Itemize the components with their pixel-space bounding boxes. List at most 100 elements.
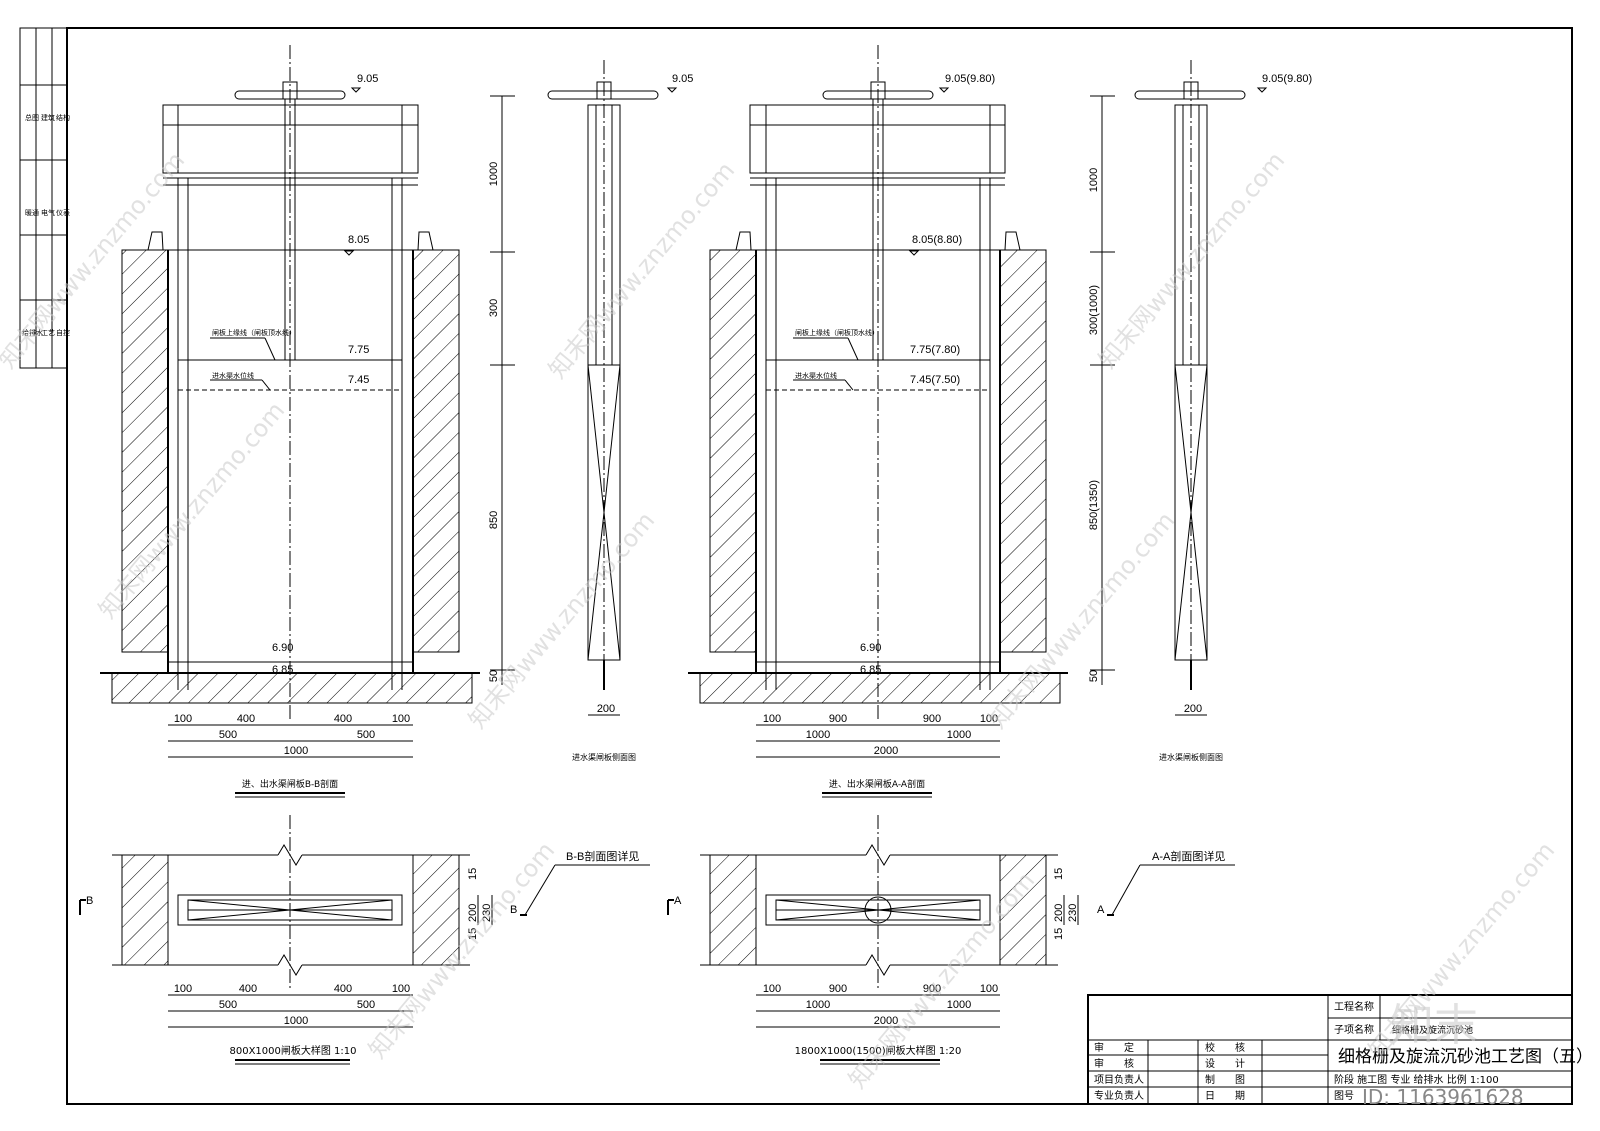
plan1-side-dim-a: 15 <box>467 868 479 880</box>
tb-role-2: 审 核 <box>1094 1057 1134 1070</box>
vdim-2b: 300(1000) <box>1088 285 1100 335</box>
vdim-1b: 300 <box>488 299 500 317</box>
plan1-dim-1d: 100 <box>392 983 410 995</box>
plan1-side-dim-b: 200 <box>467 904 479 922</box>
side2-elev: 9.05(9.80) <box>1262 73 1312 85</box>
tb-drawing-no-label: 图号 <box>1334 1090 1354 1102</box>
plan1-side-dim-d: 15 <box>467 928 479 940</box>
tb-drawing-title: 细格栅及旋流沉砂池工艺图（五） <box>1338 1047 1593 1067</box>
watermark-layer: 知末网www.znzmo.com 知末网www.znzmo.com 知末网www… <box>0 147 1560 1094</box>
strip-r3-c3: 自控 <box>56 328 70 337</box>
aa-dim-2a: 1000 <box>806 729 830 741</box>
plan1-dim-2b: 500 <box>357 999 375 1011</box>
bb-dim-3: 1000 <box>284 745 308 757</box>
plan2-side-dim-a: 15 <box>1053 868 1065 880</box>
bb-elev-slab: 8.05 <box>348 234 369 246</box>
tb-project-label: 工程名称 <box>1334 1000 1374 1013</box>
plan2-dim-1a: 100 <box>763 983 781 995</box>
plan2-sec-letter: A <box>674 895 682 907</box>
bb-elev-gate-top: 7.75 <box>348 344 369 356</box>
strip-r3-c1: 给排水 <box>22 328 43 337</box>
watermark-3: 知末网www.znzmo.com <box>1093 147 1290 374</box>
tb-role2-4: 日 期 <box>1205 1090 1245 1102</box>
plan2-dim-2b: 1000 <box>947 999 971 1011</box>
plan1-dim-2a: 500 <box>219 999 237 1011</box>
plan2-side-dim-c: 230 <box>1067 904 1079 922</box>
bb-dim-1b: 400 <box>237 713 255 725</box>
plan1-dim-1c: 400 <box>334 983 352 995</box>
strip-r2-c2: 电气 <box>41 208 55 217</box>
plan-gate-800x1000: B B-B剖面图详见 B 15 200 230 15 100 400 400 1… <box>79 815 650 1065</box>
aa-note-water: 进水渠水位线 <box>795 371 837 380</box>
plan1-sec-letter: B <box>86 895 93 907</box>
plan1-dim-1b: 400 <box>239 983 257 995</box>
tb-id-text: ID: 1163961628 <box>1362 1085 1524 1109</box>
section-aa-vertical-dims: 1000 300(1000) 850(1350) 50 <box>1088 95 1115 685</box>
plan2-dim-1b: 900 <box>829 983 847 995</box>
tb-role2-1: 校 核 <box>1205 1041 1245 1054</box>
side-view-2: 9.05(9.80) 200 进水渠闸板侧面图 <box>1134 60 1312 762</box>
tb-role-3: 项目负责人 <box>1094 1073 1144 1086</box>
tb-role-4: 专业负责人 <box>1094 1089 1144 1102</box>
aa-note-gate: 闸板上缘线（闸板顶水线） <box>795 328 879 337</box>
plan1-dim-1a: 100 <box>174 983 192 995</box>
strip-r1-c1: 总图 <box>25 113 39 122</box>
bb-dim-1c: 400 <box>334 713 352 725</box>
plan2-title: 1800X1000(1500)闸板大样图 1:20 <box>795 1044 962 1057</box>
aa-elev-bottom1: 6.90 <box>860 642 881 654</box>
aa-elev-bottom2: 6.85 <box>860 664 881 676</box>
vdim-1d: 50 <box>488 670 500 682</box>
aa-elev-gate-top: 7.75(7.80) <box>910 344 960 356</box>
bb-dim-2b: 500 <box>357 729 375 741</box>
watermark-7: 知末网www.znzmo.com <box>363 837 560 1064</box>
tb-role-1: 审 定 <box>1094 1041 1134 1054</box>
bb-title: 进、出水渠闸板B-B剖面 <box>242 778 338 790</box>
strip-r1-c2: 建筑 <box>41 113 55 122</box>
bb-dim-1d: 100 <box>392 713 410 725</box>
title-block: 工程名称 子项名称 细格栅及旋流沉砂池 细格栅及旋流沉砂池工艺图（五） 审 定 … <box>1087 994 1593 1109</box>
tb-role2-3: 制 图 <box>1205 1073 1245 1086</box>
bb-note-gate: 闸板上缘线（闸板顶水线） <box>212 328 296 337</box>
strip-r2-c3: 仪表 <box>56 208 70 217</box>
side1-title: 进水渠闸板侧面图 <box>572 752 636 762</box>
section-bb-vertical-dims: 1000 300 850 50 <box>488 95 515 685</box>
bb-elev-bottom2: 6.85 <box>272 664 293 676</box>
tb-subproject-label: 子项名称 <box>1334 1023 1374 1036</box>
plan1-callout-letter: B <box>510 904 517 916</box>
aa-elev-water: 7.45(7.50) <box>910 374 960 386</box>
bb-elev-bottom1: 6.90 <box>272 642 293 654</box>
plan1-side-dim-c: 230 <box>481 904 493 922</box>
bb-note-water: 进水渠水位线 <box>212 371 254 380</box>
side2-width: 200 <box>1184 703 1202 715</box>
left-signoff-strip: 总图 建筑 结构 暖通 电气 仪表 给排水 工艺 自控 <box>19 27 70 369</box>
watermark-8: 知末网www.znzmo.com <box>843 867 1040 1094</box>
vdim-2c: 850(1350) <box>1088 480 1100 530</box>
watermark-logo: 知末 <box>1390 1000 1478 1051</box>
bb-elev-water: 7.45 <box>348 374 369 386</box>
bb-dim-2a: 500 <box>219 729 237 741</box>
tb-stage-row: 阶段 施工图 专业 给排水 比例 1:100 <box>1334 1073 1499 1086</box>
plan2-callout-letter: A <box>1097 904 1105 916</box>
vdim-1c: 850 <box>488 511 500 529</box>
aa-elev-top: 9.05(9.80) <box>945 73 995 85</box>
vdim-1a: 1000 <box>488 162 500 186</box>
plan1-callout: B-B剖面图详见 <box>566 849 639 863</box>
aa-dim-1b: 900 <box>829 713 847 725</box>
section-bb-elevation: 9.05 8.05 7.75 7.45 6.90 6.85 闸板上缘线（闸板顶水… <box>100 45 480 798</box>
plan2-dim-1c: 900 <box>923 983 941 995</box>
bb-dim-1a: 100 <box>174 713 192 725</box>
aa-dim-1a: 100 <box>763 713 781 725</box>
side-view-1: 9.05 200 进水渠闸板侧面图 <box>547 60 693 762</box>
strip-r3-c2: 工艺 <box>41 329 55 337</box>
section-aa-elevation: 9.05(9.80) 8.05(8.80) 7.75(7.80) 7.45(7.… <box>688 45 1068 798</box>
vdim-2d: 50 <box>1088 670 1100 682</box>
aa-dim-1d: 100 <box>980 713 998 725</box>
plan2-side-dim-b: 200 <box>1053 904 1065 922</box>
bb-elev-top: 9.05 <box>357 73 378 85</box>
aa-dim-1c: 900 <box>923 713 941 725</box>
tb-role2-2: 设 计 <box>1205 1057 1245 1070</box>
aa-dim-2b: 1000 <box>947 729 971 741</box>
plan1-dim-3: 1000 <box>284 1015 308 1027</box>
plan-gate-1800x1000: A A-A剖面图详见 A 15 200 230 15 100 900 900 1… <box>667 815 1235 1065</box>
